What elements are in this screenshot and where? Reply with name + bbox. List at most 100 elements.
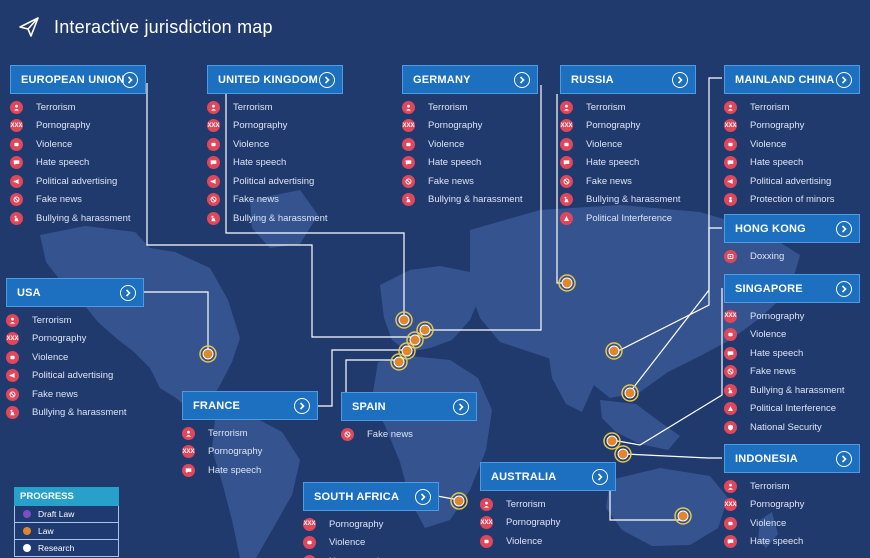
topic-label: Hate speech: [36, 157, 90, 169]
chevron-right-circle-icon[interactable]: [672, 72, 688, 88]
panel-header-button[interactable]: INDONESIA: [724, 444, 860, 473]
law-marker-icon: [450, 492, 468, 510]
panel-header-button[interactable]: GERMANY: [402, 65, 538, 94]
topic-item: Bullying & harassment: [724, 381, 860, 400]
topic-label: Pornography: [32, 333, 87, 345]
marker-singapore[interactable]: [603, 432, 621, 450]
chevron-right-circle-icon[interactable]: [120, 285, 136, 301]
topic-label: Protection of minors: [750, 194, 835, 206]
jurisdiction-name: INDONESIA: [735, 452, 798, 465]
marker-uk[interactable]: [395, 311, 413, 329]
no-sign-icon: [402, 174, 415, 188]
marker-china[interactable]: [605, 342, 623, 360]
topic-label: Pornography: [208, 446, 263, 458]
topic-label: Violence: [233, 138, 270, 150]
topic-item: Terrorism: [182, 424, 318, 443]
no-sign-icon: [560, 174, 573, 188]
topic-item: Protection of minors: [724, 191, 860, 210]
marker-germany[interactable]: [416, 321, 434, 339]
panel-header-button[interactable]: SINGAPORE: [724, 274, 860, 303]
topic-label: Pornography: [233, 120, 288, 132]
topic-item: Terrorism: [6, 311, 144, 330]
legend-item-research: Research: [14, 540, 119, 557]
page-header: Interactive jurisdiction map: [18, 12, 273, 42]
topic-item: Hate speech: [402, 154, 538, 173]
chevron-right-circle-icon[interactable]: [415, 489, 431, 505]
topic-label: Political Interference: [586, 212, 673, 224]
topic-label: Fake news: [36, 194, 82, 206]
chevron-right-icon: [324, 76, 330, 84]
terrorism-icon: [10, 100, 23, 114]
marker-southafrica[interactable]: [450, 492, 468, 510]
topic-item: Terrorism: [724, 477, 860, 496]
law-marker-icon: [395, 311, 413, 329]
panel-header-button[interactable]: USA: [6, 278, 144, 307]
speech-bubble-icon: [207, 156, 220, 170]
legend-label: Law: [38, 526, 54, 536]
terrorism-icon: [724, 100, 737, 114]
panel-header-button[interactable]: UNITED KINGDOM: [207, 65, 343, 94]
panel-header-button[interactable]: EUROPEAN UNION: [10, 65, 146, 94]
no-sign-icon: [10, 193, 23, 207]
topic-label: Pornography: [506, 517, 561, 529]
chevron-right-circle-icon[interactable]: [592, 469, 608, 485]
chevron-right-circle-icon[interactable]: [453, 399, 469, 415]
marker-usa[interactable]: [199, 345, 217, 363]
topic-label: Terrorism: [750, 101, 790, 113]
panel-header-button[interactable]: MAINLAND CHINA: [724, 65, 860, 94]
topic-item: Political advertising: [207, 172, 343, 191]
marker-russia[interactable]: [558, 274, 576, 292]
marker-australia[interactable]: [674, 507, 692, 525]
chevron-right-circle-icon[interactable]: [836, 221, 852, 237]
jurisdiction-name: USA: [17, 286, 41, 299]
xxx-icon: XXX: [724, 498, 737, 512]
marker-indonesia[interactable]: [614, 445, 632, 463]
jurisdiction-name: HONG KONG: [735, 222, 806, 235]
xxx-icon: XXX: [724, 309, 737, 323]
chevron-right-circle-icon[interactable]: [836, 72, 852, 88]
chevron-right-icon: [125, 289, 131, 297]
topic-label: Pornography: [36, 120, 91, 132]
chevron-right-circle-icon[interactable]: [294, 398, 310, 414]
topic-item: Political Interference: [560, 209, 696, 228]
panel-header-button[interactable]: FRANCE: [182, 391, 318, 420]
chevron-right-icon: [677, 76, 683, 84]
marker-hongkong[interactable]: [621, 384, 639, 402]
topic-label: Pornography: [428, 120, 483, 132]
terrorism-icon: [560, 100, 573, 114]
chevron-right-circle-icon[interactable]: [122, 72, 138, 88]
panel-header-button[interactable]: HONG KONG: [724, 214, 860, 243]
topic-label: National Security: [750, 421, 822, 433]
topic-item: Terrorism: [207, 98, 343, 117]
fist-icon: [6, 350, 19, 364]
xxx-icon: XXX: [560, 119, 573, 133]
chevron-right-circle-icon[interactable]: [836, 281, 852, 297]
topic-item: Political advertising: [724, 172, 860, 191]
panel-header-button[interactable]: SPAIN: [341, 392, 477, 421]
draft-law-dot: [23, 510, 31, 518]
topic-label: Hate speech: [750, 157, 804, 169]
topic-list: Fake news: [341, 421, 477, 444]
panel-header-button[interactable]: SOUTH AFRICA: [303, 482, 439, 511]
xxx-icon: XXX: [402, 119, 415, 133]
topic-label: Political advertising: [32, 370, 114, 382]
topic-label: Political advertising: [233, 175, 315, 187]
marker-eu[interactable]: [406, 331, 424, 349]
speech-bubble-icon: [303, 554, 316, 558]
chevron-right-circle-icon[interactable]: [836, 451, 852, 467]
terrorism-icon: [480, 497, 493, 511]
panel-header-button[interactable]: RUSSIA: [560, 65, 696, 94]
chevron-right-circle-icon[interactable]: [319, 72, 335, 88]
marker-spain[interactable]: [390, 353, 408, 371]
topic-item: Terrorism: [560, 98, 696, 117]
chevron-right-circle-icon[interactable]: [514, 72, 530, 88]
panel-header-button[interactable]: AUSTRALIA: [480, 462, 616, 491]
